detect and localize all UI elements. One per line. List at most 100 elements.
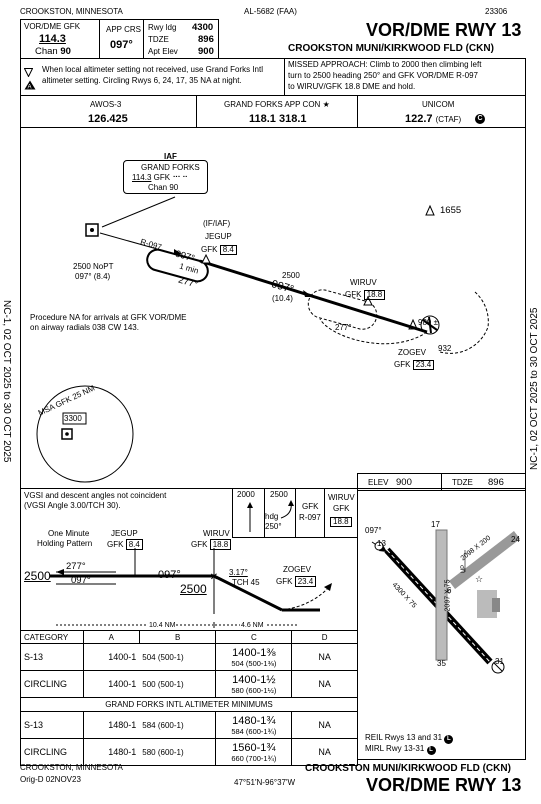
tdze-label: TDZE — [148, 35, 169, 44]
threshold-crossing-height: TCH 45 — [232, 578, 260, 587]
plan-view-graphics — [36, 196, 489, 483]
profile-zogev-name: ZOGEV — [283, 565, 312, 574]
wiruv-name: WIRUV — [350, 278, 377, 287]
ma-heading-label: hdg — [265, 512, 279, 521]
minima-ab-sub: 504 (500-1) — [139, 643, 217, 671]
profile-zogev-dme: 23.4 — [294, 576, 317, 587]
footer-location: CROOKSTON, MINNESOTA — [20, 763, 123, 772]
minima-table: CATEGORY A B C D S-13 1400-1 504 (500-1)… — [20, 630, 358, 766]
minima-c-value: 1560-1¾ — [232, 741, 276, 754]
awos-label: AWOS-3 — [90, 100, 122, 109]
elev-label: ELEV — [368, 478, 389, 487]
notes-line-2: altimeter setting. Circling Rwys 6, 24, … — [42, 76, 242, 85]
descent-angle: 3.17° — [229, 568, 248, 577]
airport-diagram: ☆ — [371, 529, 521, 674]
header-location: CROOKSTON, MINNESOTA — [20, 7, 123, 16]
minima-category: S-13 — [20, 711, 84, 739]
minima-ab-sub: 580 (600-1) — [139, 738, 217, 766]
footer-title: VOR/DME RWY 13 — [366, 775, 522, 795]
footer-airport: CROOKSTON MUNI/KIRKWOOD FLD (CKN) — [305, 763, 511, 774]
chart-number: 23306 — [485, 7, 508, 16]
iaf-label: IAF — [164, 152, 177, 161]
runway-6-label: 6 — [447, 586, 452, 595]
minima-ab-sub: 500 (500-1) — [139, 670, 217, 698]
nav-chan-label: Chan — [35, 46, 58, 57]
profile-wiruv-name: WIRUV — [203, 529, 230, 538]
pilot-controlled-lighting-icon: L — [444, 735, 454, 744]
alternate-altimeter-header-row: GRAND FORKS INTL ALTIMETER MINIMUMS — [20, 697, 358, 712]
missed-approach-line-1: MISSED APPROACH: Climb to 2000 then clim… — [288, 60, 482, 69]
mirl-note: MIRL Rwy 13-31 L — [365, 745, 436, 755]
jegup-dme: 8.4 — [219, 245, 237, 255]
wiruv-dme: 18.8 — [363, 290, 386, 300]
vor-channel: Chan 90 — [148, 183, 179, 192]
profile-jegup-dme: 8.4 — [125, 539, 143, 550]
minima-header-row: CATEGORY A B C D — [20, 630, 358, 644]
minima-c-value: 1480-1¾ — [232, 714, 276, 727]
nav-frequency-box: VOR/DME GFK 114.3 Chan 90 — [20, 19, 100, 59]
ma-climb-altitude: 2000 — [237, 490, 255, 499]
margin-date-right: NC-1, 02 OCT 2025 to 30 OCT 2025 — [529, 307, 540, 471]
segment-distance: (10.4) — [272, 294, 293, 303]
jegup-dme-ident: GFK — [201, 245, 218, 254]
profile-zogev-ident: GFK — [276, 577, 293, 586]
ctaf-note: (CTAF) — [435, 115, 462, 124]
awos-frequency: 126.425 — [88, 113, 128, 125]
minima-header-category: CATEGORY — [20, 630, 84, 644]
chart-reference: AL-5682 (FAA) — [244, 7, 297, 16]
sketch-tdze-value: 896 — [488, 477, 504, 488]
zogev-dme-ident: GFK — [394, 360, 411, 369]
holding-note-line-1: One Minute — [48, 529, 90, 538]
rwy-ldg: 4300 — [192, 22, 214, 33]
minima-header-d: D — [291, 630, 358, 644]
airport-name: CROOKSTON MUNI/KIRKWOOD FLD (CKN) — [288, 43, 494, 54]
reil-note: REIL Rwys 13 and 31 L — [365, 734, 454, 744]
profile-fix-altitude: 2500 — [180, 582, 207, 596]
minima-c-value: 1400-1⅜ — [232, 646, 276, 659]
elevation-box: ELEV 900 — [357, 473, 442, 491]
profile-wiruv-dme: 18.8 — [209, 539, 232, 550]
minima-d-value: NA — [291, 738, 358, 766]
runway-24-label: 24 — [511, 535, 520, 544]
ctaf-icon: C — [475, 114, 485, 124]
svg-text:☆: ☆ — [475, 575, 483, 585]
nav-label: VOR/DME — [24, 22, 62, 31]
apt-elev: 900 — [198, 46, 214, 57]
minima-header-a: A — [82, 630, 140, 644]
minima-c-sub: 580 (600-1½) — [231, 685, 277, 695]
notes-line-1: When local altimeter setting not receive… — [42, 65, 263, 74]
nav-ident: GFK — [63, 22, 81, 31]
runway-17-35-dimensions: 2097 X 75 — [444, 579, 452, 612]
nopt-course: 097° (8.4) — [75, 272, 111, 281]
margin-date-left: NC-1, 02 OCT 2025 to 30 OCT 2025 — [1, 300, 12, 463]
app-crs-box: APP CRS 097° — [99, 19, 144, 59]
runway-31-label: 31 — [495, 657, 504, 666]
ma-radial: R-097 — [299, 513, 321, 522]
profile-segment-course: 097° — [158, 569, 181, 581]
ma-turn-altitude: 2500 — [270, 490, 288, 499]
caution-triangle-icon — [23, 64, 34, 82]
vor-frequency: 114.3 — [132, 173, 152, 182]
sketch-tdze-label: TDZE — [452, 478, 473, 487]
ma-heading: 250° — [265, 522, 282, 531]
profile-altitude-left: 2500 — [24, 569, 51, 583]
zogev-dme: 23.4 — [412, 360, 435, 370]
vor-name: GRAND FORKS — [141, 163, 200, 172]
star-icon: ★ — [322, 100, 330, 109]
vgsi-note-line-2: (VGSI Angle 3.00/TCH 30). — [24, 501, 121, 510]
nav-frequency: 114.3 — [39, 33, 66, 45]
svg-text:✕: ✕ — [210, 572, 218, 583]
unicom-label: UNICOM — [422, 100, 455, 109]
minima-c-value: 1400-1½ — [232, 673, 276, 686]
runway-17-label: 17 — [431, 520, 440, 529]
minima-c-sub: 504 (500-1⅜) — [231, 658, 277, 668]
unicom-frequency-line: 122.7 (CTAF) — [405, 114, 461, 125]
airport-elevation-tag: 932 — [438, 344, 452, 353]
svg-text:A: A — [28, 85, 32, 91]
nopt-altitude: 2500 NoPT — [73, 262, 114, 271]
tdze-value: 896 — [198, 34, 214, 45]
minima-ab-value: 1400-1 — [82, 670, 140, 698]
